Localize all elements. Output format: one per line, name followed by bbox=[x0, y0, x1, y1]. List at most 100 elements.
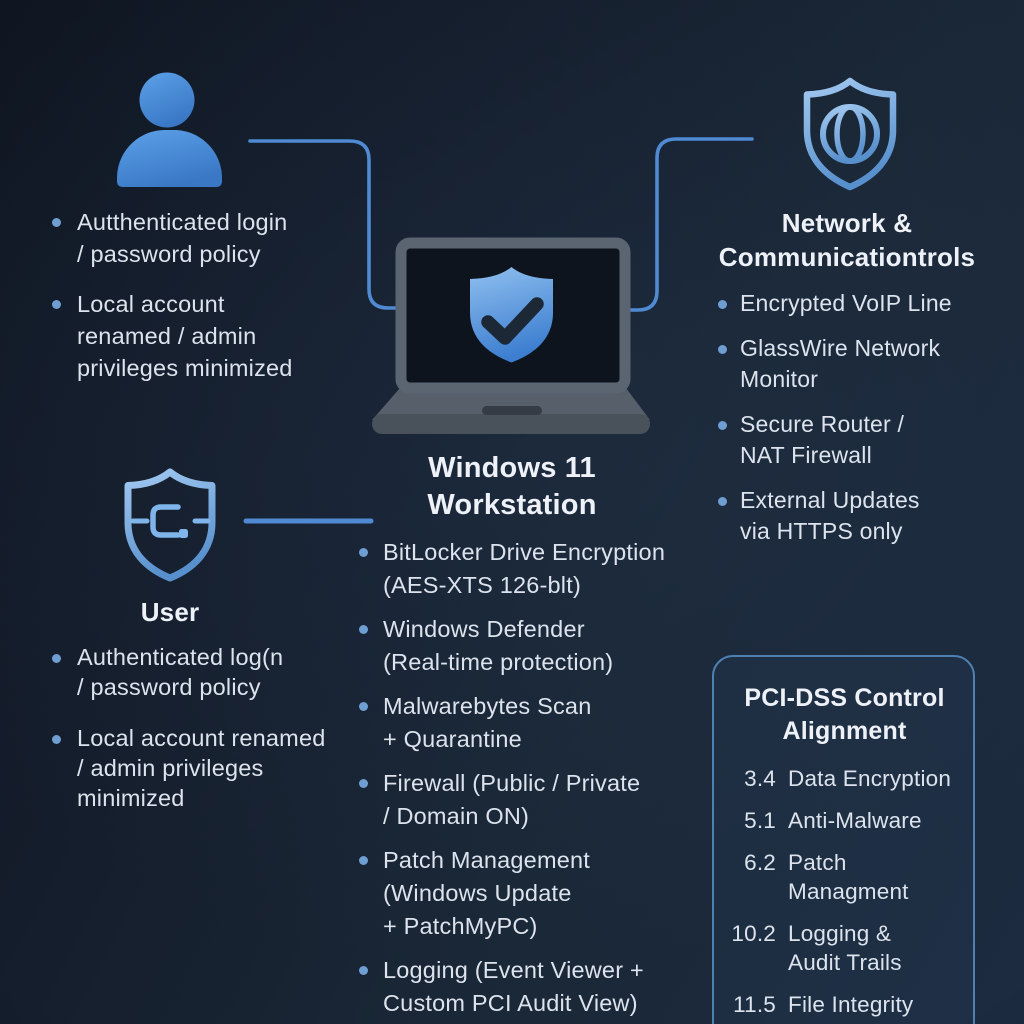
pci-item: 10.2 Logging & Audit Trails bbox=[730, 919, 959, 977]
pci-control-label: File Integrity bbox=[788, 992, 914, 1017]
title-line: Workstation bbox=[427, 489, 597, 521]
bullet-line: / Domain ON) bbox=[383, 803, 530, 829]
bullet-line: Secure Router / bbox=[740, 410, 905, 437]
bullet-line: Firewall (Public / Private bbox=[383, 770, 641, 796]
list-item: BitLocker Drive Encryption (AES-XTS 126-… bbox=[359, 536, 695, 602]
pci-item-list: 3.4 Data Encryption 5.1 Anti-Malware 6.2… bbox=[730, 764, 959, 1024]
bullet-line: + Quarantine bbox=[383, 726, 522, 752]
shield-account-icon bbox=[124, 468, 216, 582]
shield-check-shield bbox=[470, 267, 553, 363]
list-item: Logging (Event Viewer + Custom PCI Audit… bbox=[359, 954, 695, 1020]
pci-control-label: Logging & bbox=[788, 921, 892, 946]
pci-item: 5.1 Anti-Malware bbox=[730, 806, 959, 835]
bullet-dot-icon bbox=[52, 735, 61, 744]
check-mark-icon bbox=[481, 297, 544, 345]
pci-control-label: Anti-Malware bbox=[788, 808, 922, 833]
bullet-line: External Updates bbox=[740, 486, 920, 513]
pci-control-number: 11.5 bbox=[733, 992, 776, 1017]
bullet-dot-icon bbox=[718, 496, 727, 506]
list-item: Encrypted VoIP Line bbox=[718, 288, 1010, 320]
list-item: Windows Defender (Real-time protection) bbox=[359, 613, 695, 679]
workstation-bullet-list: BitLocker Drive Encryption (AES-XTS 126-… bbox=[359, 536, 695, 1024]
connector-network-to-laptop bbox=[624, 137, 754, 312]
list-item: External Updates via HTTPS only bbox=[718, 485, 1010, 548]
bullet-line: NAT Firewall bbox=[740, 442, 872, 468]
bullet-line: Authenticated log(n bbox=[77, 644, 284, 670]
bullet-dot-icon bbox=[718, 300, 727, 309]
connector-person-to-laptop bbox=[248, 139, 404, 310]
list-item: Authenticated log(n / password policy bbox=[52, 642, 372, 702]
bullet-line: minimized bbox=[77, 785, 185, 811]
pci-item: 3.4 Data Encryption bbox=[730, 764, 959, 793]
bullet-line: Logging (Event Viewer + bbox=[383, 957, 644, 983]
list-item: Secure Router / NAT Firewall bbox=[718, 409, 1010, 472]
network-bullet-list: Encrypted VoIP Line GlassWire Network Mo… bbox=[718, 288, 1010, 561]
pci-item: 6.2 Patch Managment bbox=[730, 848, 959, 906]
pci-control-label: Data Encryption bbox=[788, 766, 952, 791]
bullet-line: GlassWire Network bbox=[740, 334, 941, 361]
bullet-line: Windows Defender bbox=[383, 616, 585, 642]
bullet-line: / admin privileges bbox=[77, 755, 264, 781]
bullet-dot-icon bbox=[359, 702, 368, 711]
bullet-dot-icon bbox=[359, 779, 368, 788]
list-item: Local account renamed / admin privileges… bbox=[52, 288, 352, 384]
bullet-line: (Windows Update bbox=[383, 880, 572, 906]
pci-control-label: Audit Trails bbox=[788, 950, 902, 975]
bullet-dot-icon bbox=[52, 300, 61, 309]
laptop-base bbox=[372, 388, 650, 420]
pci-control-label: & Monitoring bbox=[788, 1019, 917, 1024]
title-line: Network & bbox=[781, 208, 913, 238]
pci-control-number: 5.1 bbox=[744, 808, 776, 833]
bullet-line: (AES-XTS 126-blt) bbox=[383, 572, 581, 598]
bullet-dot-icon bbox=[52, 218, 61, 227]
pci-control-label: Patch Managment bbox=[788, 850, 909, 904]
bullet-dot-icon bbox=[718, 420, 727, 430]
bullet-line: + PatchMyPC) bbox=[383, 913, 538, 939]
list-item: Patch Management (Windows Update + Patch… bbox=[359, 844, 695, 943]
shield-globe-icon bbox=[803, 77, 897, 191]
bullet-dot-icon bbox=[359, 966, 368, 975]
title-line: Alignment bbox=[782, 717, 907, 745]
person-icon bbox=[117, 72, 222, 187]
title-line: User bbox=[140, 597, 200, 627]
pci-control-number: 3.4 bbox=[744, 766, 776, 791]
list-item: Local account renamed / admin privileges… bbox=[52, 723, 372, 813]
list-item: Autthenticated login / password policy bbox=[52, 206, 352, 270]
bullet-line: Malwarebytes Scan bbox=[383, 693, 592, 719]
laptop-notch bbox=[482, 406, 542, 415]
bullet-line: / password policy bbox=[77, 674, 261, 700]
bullet-line: Monitor bbox=[740, 366, 819, 392]
user-title: User bbox=[105, 596, 235, 628]
workstation-title: Windows 11 Workstation bbox=[352, 450, 672, 524]
pci-panel-title: PCI-DSS Control Alignment bbox=[730, 682, 959, 748]
bullet-line: Autthenticated login bbox=[77, 209, 288, 235]
bullet-dot-icon bbox=[718, 344, 727, 354]
bullet-line: Custom PCI Audit View) bbox=[383, 990, 638, 1016]
bullet-line: via HTTPS only bbox=[740, 518, 903, 544]
bullet-line: privileges minimized bbox=[77, 355, 293, 381]
bullet-line: (Real-time protection) bbox=[383, 649, 614, 675]
bullet-line: BitLocker Drive Encryption bbox=[383, 539, 666, 565]
title-line: PCI-DSS Control bbox=[744, 684, 945, 712]
bullet-line: Patch Management bbox=[383, 847, 590, 873]
pci-control-number: 10.2 bbox=[731, 921, 776, 946]
pci-item: 11.5 File Integrity & Monitoring bbox=[730, 990, 959, 1024]
bullet-dot-icon bbox=[52, 654, 61, 663]
bullet-line: Local account renamed bbox=[77, 725, 326, 751]
bullet-line: Encrypted VoIP Line bbox=[740, 290, 952, 316]
pci-dss-panel: PCI-DSS Control Alignment 3.4 Data Encry… bbox=[712, 655, 975, 1024]
bullet-line: Local account bbox=[77, 291, 225, 317]
list-item: GlassWire Network Monitor bbox=[718, 333, 1010, 396]
bullet-dot-icon bbox=[359, 856, 368, 865]
user-bullet-list: Authenticated log(n / password policy Lo… bbox=[52, 642, 372, 834]
bullet-line: renamed / admin bbox=[77, 323, 257, 349]
person-bullet-list: Autthenticated login / password policy L… bbox=[52, 206, 352, 402]
list-item: Firewall (Public / Private / Domain ON) bbox=[359, 767, 695, 833]
bullet-line: / password policy bbox=[77, 241, 261, 267]
pci-control-number: 6.2 bbox=[744, 850, 776, 875]
laptop-base-bar bbox=[372, 414, 650, 434]
title-line: Windows 11 bbox=[428, 452, 596, 484]
list-item: Malwarebytes Scan + Quarantine bbox=[359, 690, 695, 756]
